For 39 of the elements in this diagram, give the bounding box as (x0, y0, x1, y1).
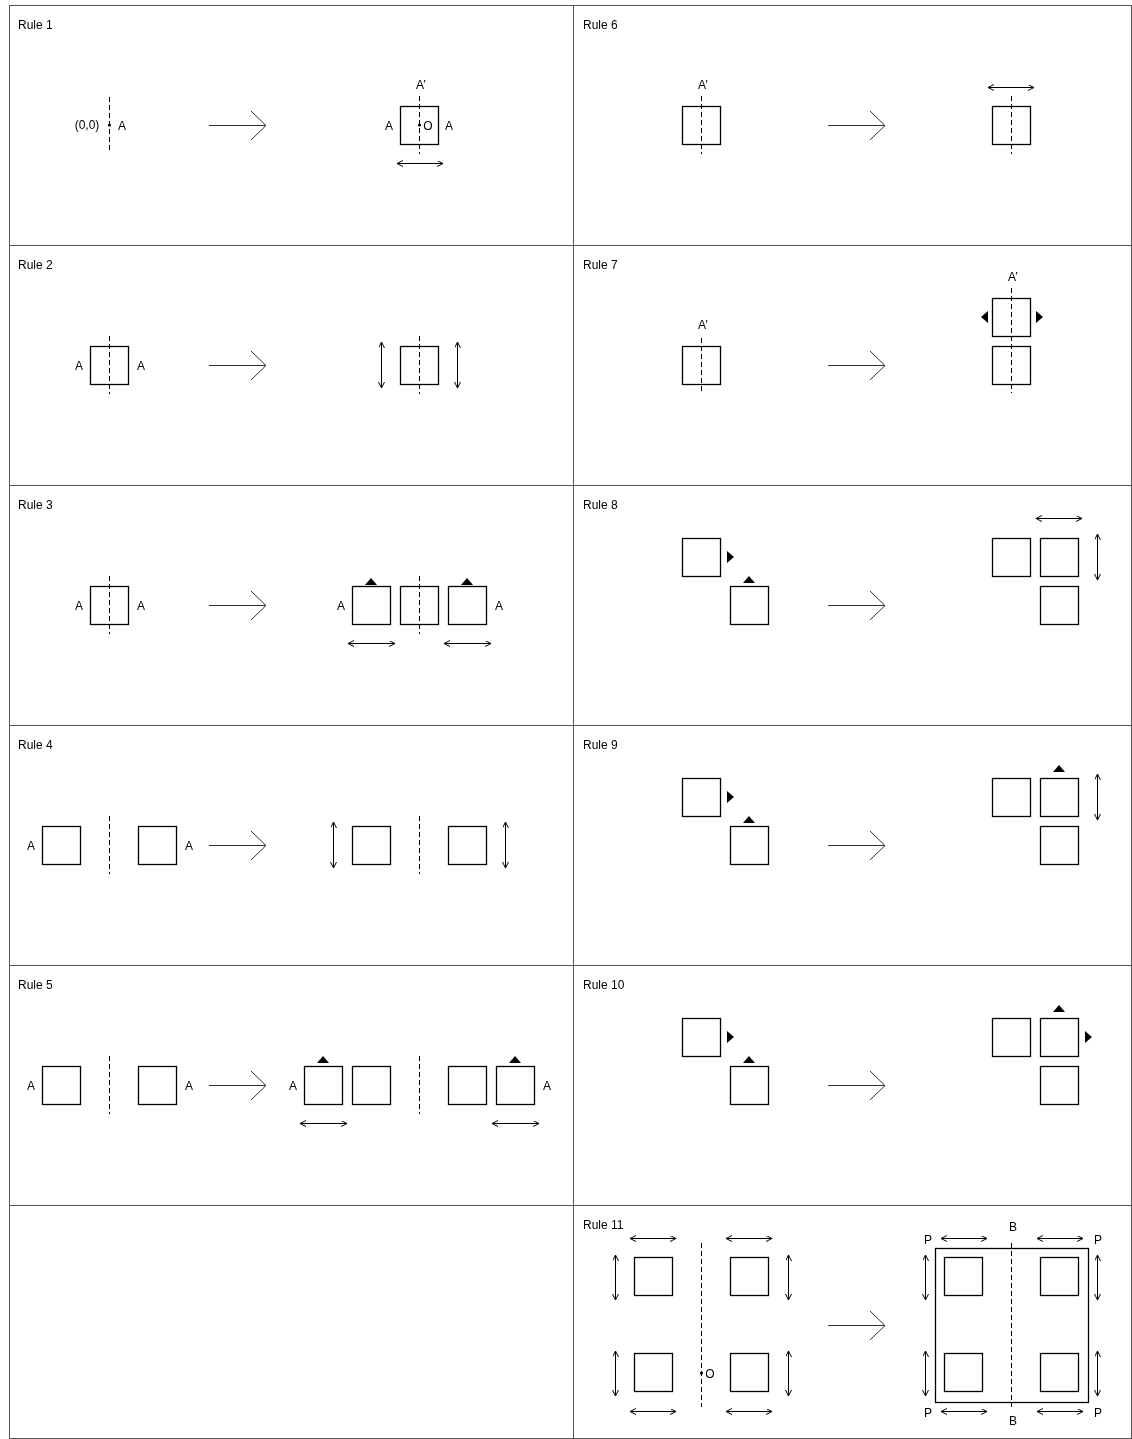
rule-title: Rule 4 (18, 738, 53, 752)
rule-title: Rule 11 (583, 1218, 624, 1232)
rule-title: Rule 10 (583, 978, 625, 992)
point-label: A (137, 599, 145, 613)
origin-label: O (423, 119, 433, 133)
origin-label: O (705, 1367, 715, 1381)
point-label: P (924, 1233, 932, 1247)
point-label: B (1009, 1220, 1017, 1234)
point-label: A’ (1008, 270, 1018, 284)
point-label: A (543, 1079, 551, 1093)
point-label: A (185, 1079, 193, 1093)
point-label: A (75, 359, 83, 373)
point-label: A (445, 119, 453, 133)
point-label: A (27, 1079, 35, 1093)
rule-title: Rule 1 (18, 18, 53, 32)
point-label: A’ (698, 318, 708, 332)
point-label: A (385, 119, 393, 133)
point-label: P (1094, 1406, 1102, 1420)
coordinate-label: (0,0) (74, 118, 100, 132)
point-label: P (1094, 1233, 1102, 1247)
point-label: A’ (698, 78, 708, 92)
rule-title: Rule 2 (18, 258, 53, 272)
rule-title: Rule 5 (18, 978, 53, 992)
rule-title: Rule 9 (583, 738, 618, 752)
point-label: P (924, 1406, 932, 1420)
point-label: A (289, 1079, 297, 1093)
rule-title: Rule 6 (583, 18, 618, 32)
rule-title: Rule 8 (583, 498, 618, 512)
point-label: A (118, 119, 126, 133)
point-label: B (1009, 1414, 1017, 1428)
point-label: A (137, 359, 145, 373)
point-label: A (27, 839, 35, 853)
point-label: A (337, 599, 345, 613)
point-label: A’ (416, 78, 426, 92)
rule-title: Rule 7 (583, 258, 618, 272)
point-label: A (185, 839, 193, 853)
rule-title: Rule 3 (18, 498, 53, 512)
point-label: A (75, 599, 83, 613)
point-label: A (495, 599, 503, 613)
